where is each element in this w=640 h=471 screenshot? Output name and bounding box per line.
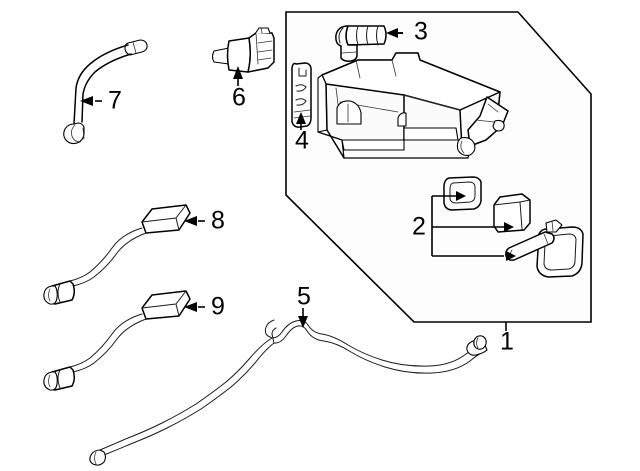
callout-5-number: 5 (297, 283, 311, 311)
callout-6: 6 (232, 66, 246, 112)
callout-4: 4 (295, 112, 309, 155)
part-8-oxygen-sensor (43, 204, 191, 305)
callout-2-arrowhead-b (504, 222, 514, 232)
part-7-vent-hose (63, 39, 148, 145)
part-4-retainer-clip (291, 62, 312, 128)
callout-2-number: 2 (412, 213, 426, 241)
callout-3-number: 3 (414, 18, 428, 46)
vapor-canister-body (317, 52, 509, 159)
callout-9-number: 9 (211, 293, 225, 321)
callout-7-arrowhead (80, 96, 93, 106)
callout-5-arrowhead (298, 316, 308, 328)
callout-5: 5 (297, 283, 311, 328)
callout-7: 7 (80, 87, 122, 115)
part-6-purge-valve (211, 27, 275, 73)
callout-2-arrowhead-c (506, 251, 516, 261)
callout-1-number: 1 (500, 328, 514, 356)
callout-6-arrowhead (233, 66, 243, 79)
callout-8: 8 (184, 207, 225, 235)
part-2a-grommet (443, 176, 482, 211)
callout-7-number: 7 (108, 87, 122, 115)
callout-4-arrowhead (296, 112, 306, 124)
callout-3-arrowhead (386, 28, 398, 38)
part-3-elbow-connector (335, 25, 387, 62)
callout-1: 1 (500, 322, 514, 356)
callout-8-number: 8 (211, 207, 225, 235)
part-2-components (443, 176, 584, 278)
callout-6-number: 6 (232, 84, 246, 112)
callout-2: 2 (412, 191, 516, 261)
callout-4-number: 4 (295, 127, 309, 155)
callout-9-arrowhead (184, 302, 197, 312)
part-2b-block (493, 193, 531, 233)
callout-3: 3 (386, 18, 428, 46)
callout-8-arrowhead (184, 216, 197, 226)
callout-2-arrowhead-a (456, 191, 466, 201)
part-5-vapor-hose (89, 319, 488, 466)
callout-9: 9 (184, 293, 225, 321)
part-9-oxygen-sensor (43, 290, 191, 391)
